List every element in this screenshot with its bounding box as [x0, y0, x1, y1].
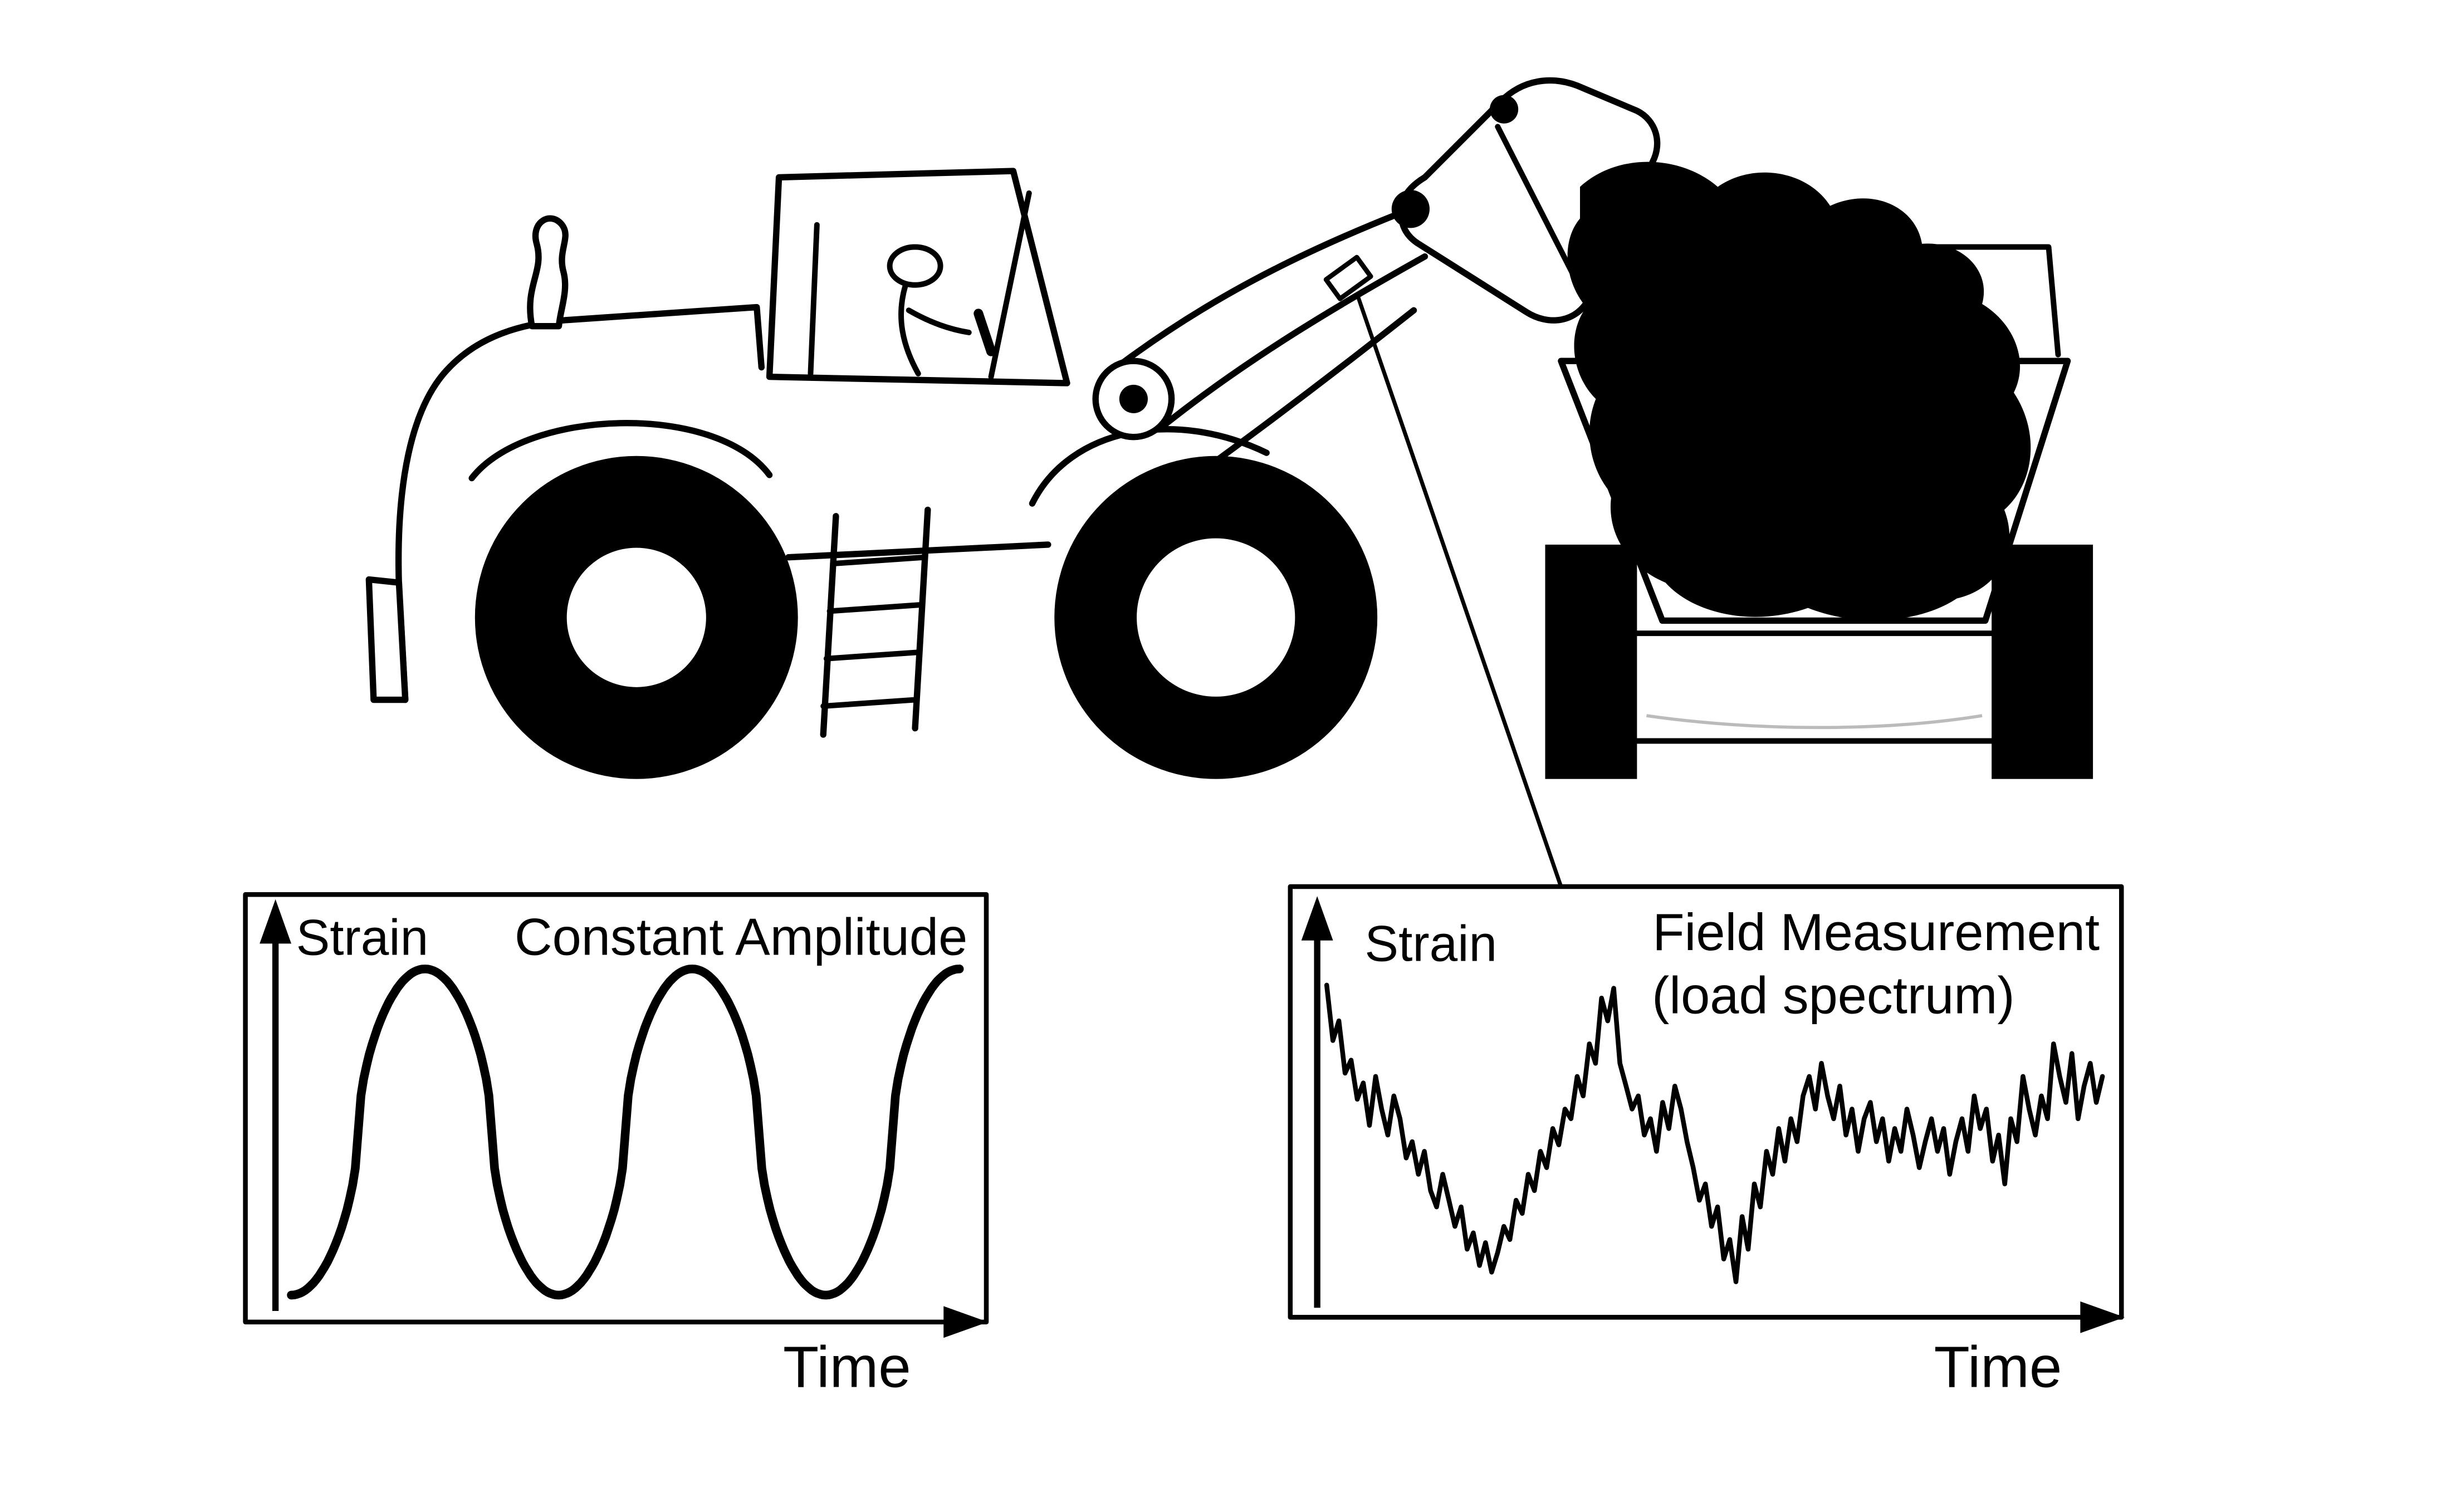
driver-arm — [906, 307, 972, 335]
cab-windshield-line — [808, 222, 820, 376]
constant-amplitude-wave — [287, 965, 964, 1300]
driver-head — [887, 244, 943, 288]
right-strain-label: Strain — [1364, 916, 1497, 972]
callout-line — [1356, 297, 1563, 888]
right-time-label: Time — [1934, 1334, 2062, 1400]
loader-rear-fender — [468, 420, 773, 482]
field-measurement-chart: Strain Field Measurement (load spectrum)… — [1288, 884, 2125, 1400]
lift-arm-upper-edge — [1105, 209, 1406, 377]
constant-amplitude-chart: Strain Constant Amplitude Time — [243, 892, 989, 1400]
right-chart-title-line2: (load spectrum) — [1652, 966, 2015, 1024]
trailer-chassis — [1634, 630, 1995, 744]
strain-gauge-marker — [1323, 255, 1373, 301]
loader-rear-bumper — [365, 576, 409, 703]
loader-rear-hub — [566, 547, 706, 687]
left-strain-label: Strain — [296, 909, 429, 966]
hydraulic-cylinder — [1193, 307, 1417, 478]
access-ladder — [820, 506, 931, 738]
trailer-right-wheel — [1992, 544, 2093, 779]
driver-torso — [898, 282, 921, 376]
bucket-link-pin — [1489, 95, 1519, 124]
cab-rear-window-line — [988, 190, 1032, 380]
right-y-axis-arrowhead — [1301, 896, 1333, 941]
right-x-axis-arrowhead — [2080, 1301, 2125, 1333]
field-measurement-signal — [1324, 982, 2105, 1284]
bucket-pivot-pin — [1391, 190, 1430, 228]
left-chart-title: Constant Amplitude — [515, 907, 967, 966]
loader-front-hub — [1137, 538, 1295, 697]
lift-arm-lower-edge — [1162, 253, 1429, 428]
left-x-axis-arrowhead — [943, 1306, 988, 1338]
trailer-axle-hint — [1646, 714, 1983, 730]
driver-figure — [887, 244, 996, 376]
arm-pivot-pin — [1119, 384, 1148, 414]
left-y-axis-arrowhead — [260, 899, 292, 944]
right-chart-title-line1: Field Measurement — [1652, 903, 2100, 961]
left-time-label: Time — [783, 1334, 911, 1400]
lift-arm — [1092, 209, 1429, 478]
right-chart-frame — [1288, 884, 2124, 1320]
material-load-blob — [1567, 162, 2031, 620]
wheel-loader-illustration — [365, 77, 1661, 779]
bucket-inner-line — [1495, 124, 1580, 285]
trailer-left-wheel — [1545, 544, 1637, 779]
exhaust-pipe — [527, 215, 569, 330]
control-lever — [973, 309, 996, 356]
